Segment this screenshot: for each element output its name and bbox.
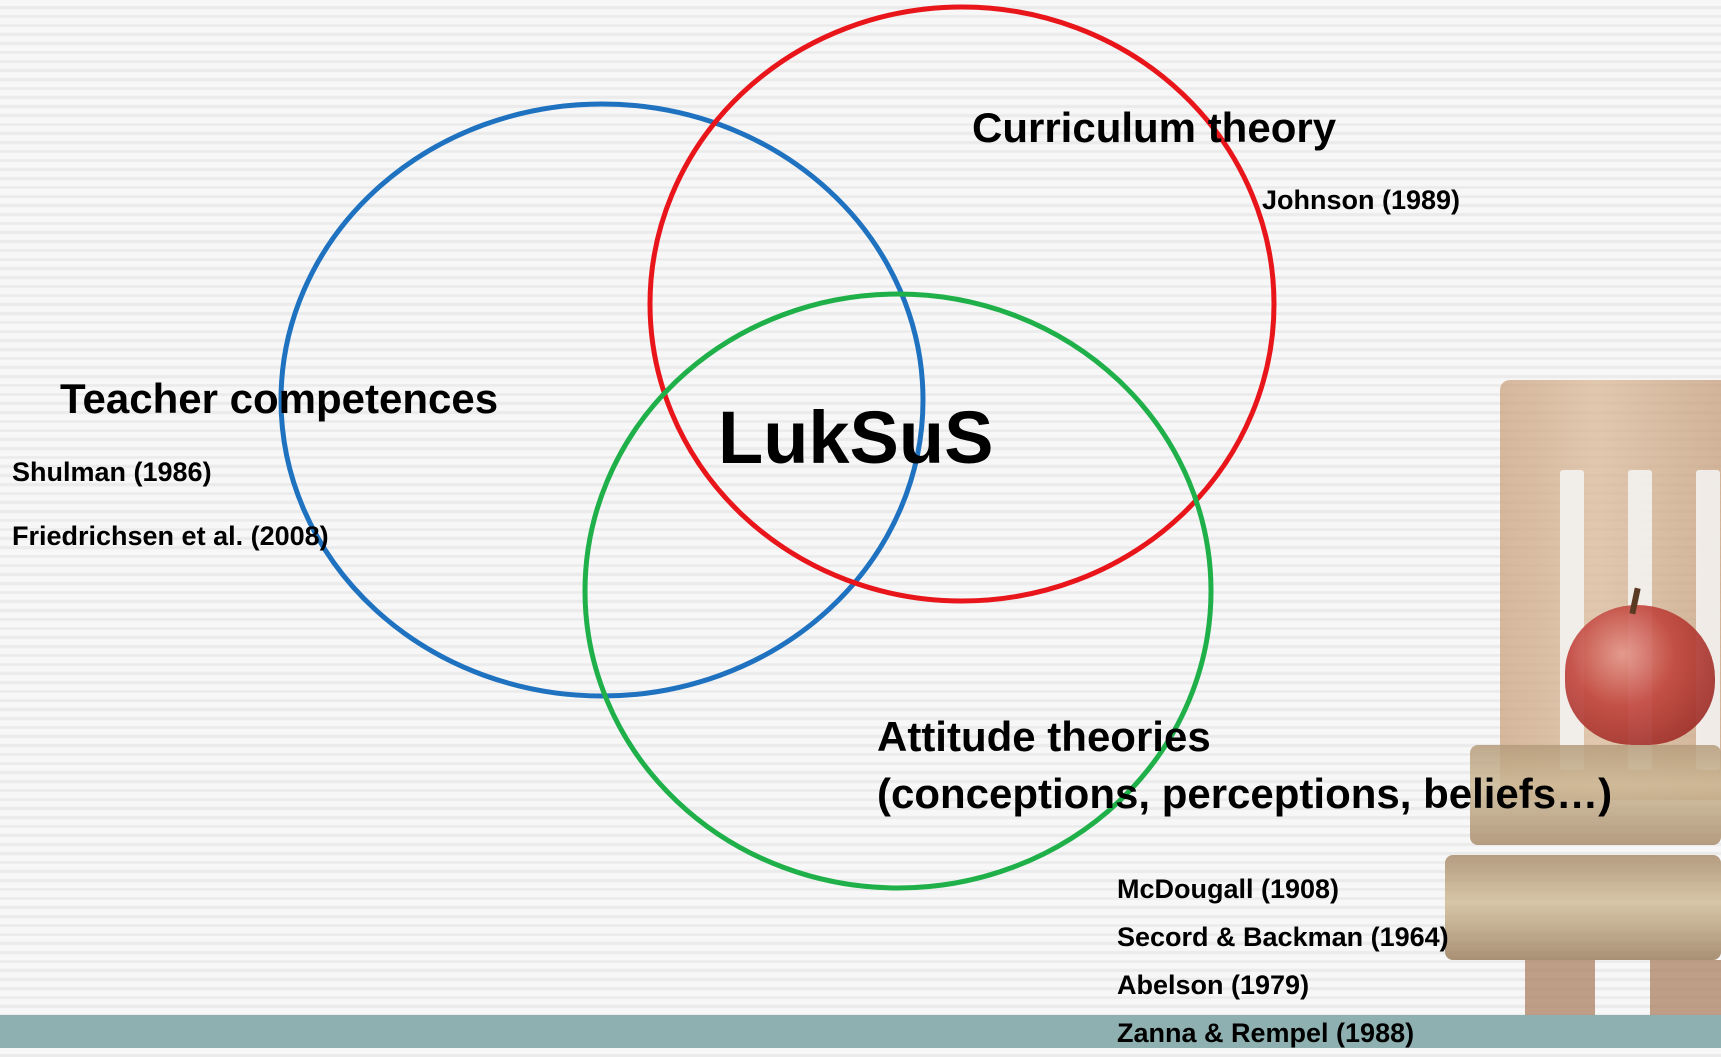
curriculum-theory-title: Curriculum theory bbox=[972, 104, 1337, 151]
center-label: LukSuS bbox=[718, 396, 994, 479]
book-illustration bbox=[1470, 745, 1721, 845]
attitude-theories-circle bbox=[582, 291, 1214, 891]
attitude-reference: McDougall (1908) bbox=[1117, 874, 1340, 904]
attitude-reference: Zanna & Rempel (1988) bbox=[1117, 1018, 1415, 1048]
teacher-reference: Shulman (1986) bbox=[12, 457, 212, 487]
teacher-competences-title: Teacher competences bbox=[60, 375, 499, 422]
apple-illustration bbox=[1565, 605, 1715, 745]
teacher-competences-circle bbox=[278, 101, 926, 699]
curriculum-theory-circle bbox=[647, 4, 1277, 604]
attitude-theories-subtitle: (conceptions, perceptions, beliefs…) bbox=[877, 770, 1613, 817]
attitude-reference: Secord & Backman (1964) bbox=[1117, 922, 1449, 952]
book-illustration bbox=[1445, 855, 1721, 960]
curriculum-reference: Johnson (1989) bbox=[1262, 185, 1461, 215]
attitude-reference: Abelson (1979) bbox=[1117, 970, 1310, 1000]
attitude-theories-title: Attitude theories bbox=[877, 713, 1211, 760]
teacher-reference: Friedrichsen et al. (2008) bbox=[12, 521, 329, 551]
footer-band bbox=[0, 1015, 1721, 1048]
